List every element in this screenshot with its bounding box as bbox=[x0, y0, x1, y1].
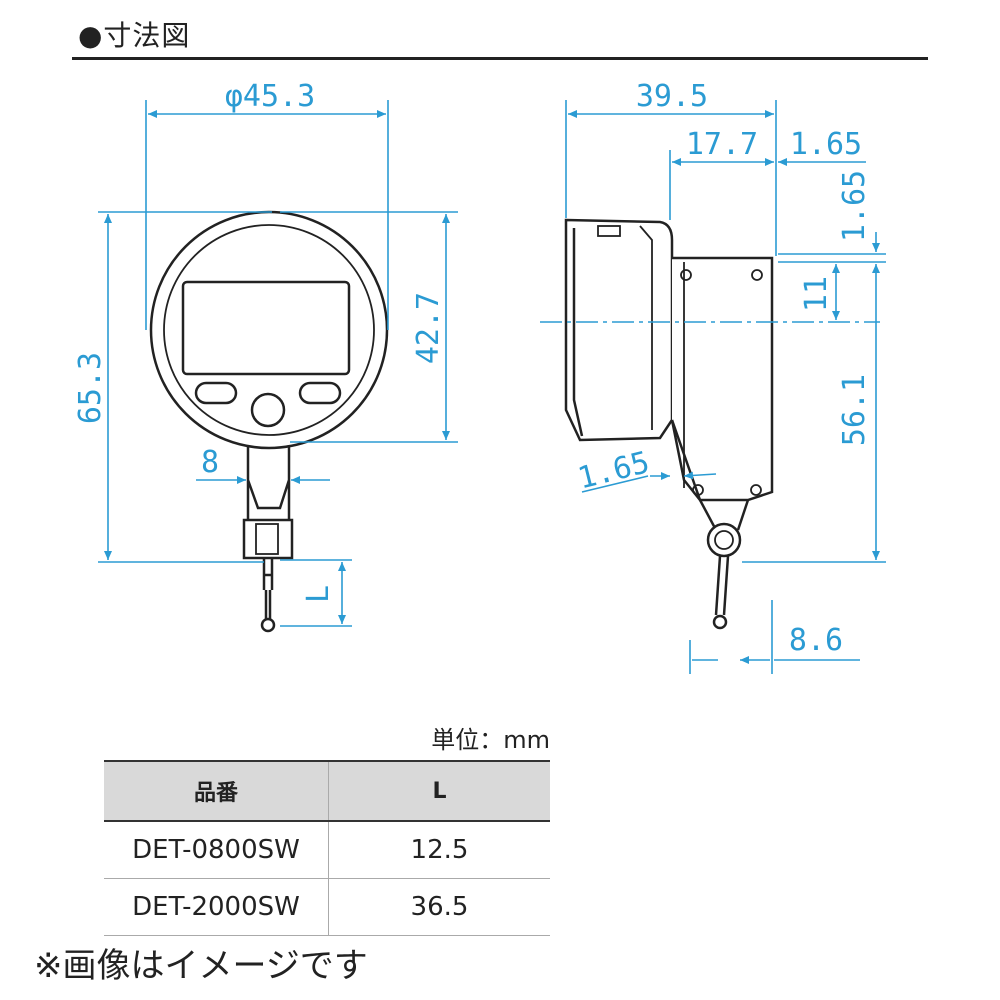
heading-rule bbox=[72, 57, 928, 60]
lcd-display bbox=[181, 280, 351, 376]
screw-top-left bbox=[680, 269, 692, 281]
case-bevel bbox=[639, 225, 653, 430]
unit-label: 単位：mm bbox=[431, 726, 550, 754]
spec-table-header-row: 品番 L bbox=[104, 760, 550, 822]
dim-contact-length: L bbox=[301, 585, 336, 603]
dim-stem-width: 8 bbox=[201, 445, 219, 480]
dim-dial-height: 42.7 bbox=[411, 292, 446, 364]
side-contact-tip bbox=[712, 614, 728, 630]
dim-side-depth: 39.5 bbox=[636, 79, 708, 114]
case-window bbox=[597, 225, 621, 237]
screw-bottom-right bbox=[750, 484, 762, 496]
image-disclaimer: ※画像はイメージです bbox=[34, 946, 368, 986]
stem-clamp bbox=[242, 518, 294, 560]
contact-tip bbox=[260, 617, 276, 633]
header-length: L bbox=[328, 760, 550, 822]
dim-side-bottom-offset: 1.65 bbox=[574, 445, 653, 496]
right-button bbox=[298, 381, 342, 405]
dim-side-height: 56.1 bbox=[837, 374, 872, 446]
stem bbox=[246, 445, 291, 520]
dim-side-body: 17.7 bbox=[686, 127, 758, 162]
dial-inner-ring bbox=[163, 224, 375, 436]
front-view bbox=[149, 210, 389, 633]
table-row: DET-0800SW 12.5 bbox=[104, 821, 550, 879]
dim-total-height: 65.3 bbox=[73, 352, 108, 424]
spec-table: 品番 L DET-0800SW 12.5 DET-2000SW 36.5 bbox=[104, 760, 550, 936]
table-row: DET-2000SW 36.5 bbox=[104, 878, 550, 936]
dial-bezel bbox=[149, 210, 389, 450]
pivot-inner bbox=[714, 530, 734, 550]
part-number-cell: DET-0800SW bbox=[104, 821, 329, 879]
dim-side-tip-offset: 8.6 bbox=[789, 623, 843, 658]
center-button bbox=[250, 392, 286, 428]
dim-front-width: φ45.3 bbox=[225, 79, 315, 114]
screw-top-right bbox=[751, 269, 763, 281]
header-part-number: 品番 bbox=[104, 760, 329, 822]
front-dimension-lines bbox=[98, 100, 458, 627]
case-front-face bbox=[572, 228, 584, 437]
length-cell: 12.5 bbox=[328, 821, 550, 879]
dim-side-offset-right: 1.65 bbox=[790, 127, 862, 162]
dim-side-offset-top: 1.65 bbox=[837, 170, 872, 242]
side-contact-rod bbox=[714, 555, 730, 616]
dimension-drawing: φ45.3 65.3 42.7 8 L bbox=[73, 79, 886, 674]
side-case bbox=[564, 218, 674, 442]
pivot-outer bbox=[706, 522, 742, 558]
length-cell: 36.5 bbox=[328, 878, 550, 936]
drawing-heading: ●寸法図 bbox=[78, 19, 191, 52]
side-view bbox=[564, 218, 774, 630]
left-button bbox=[194, 381, 238, 405]
part-number-cell: DET-2000SW bbox=[104, 878, 329, 936]
dim-side-center: 11 bbox=[799, 276, 834, 312]
side-dimension-lines bbox=[540, 100, 886, 674]
clamp-inner bbox=[255, 523, 279, 555]
lever-arm bbox=[670, 419, 750, 531]
contact-rod bbox=[262, 558, 274, 620]
